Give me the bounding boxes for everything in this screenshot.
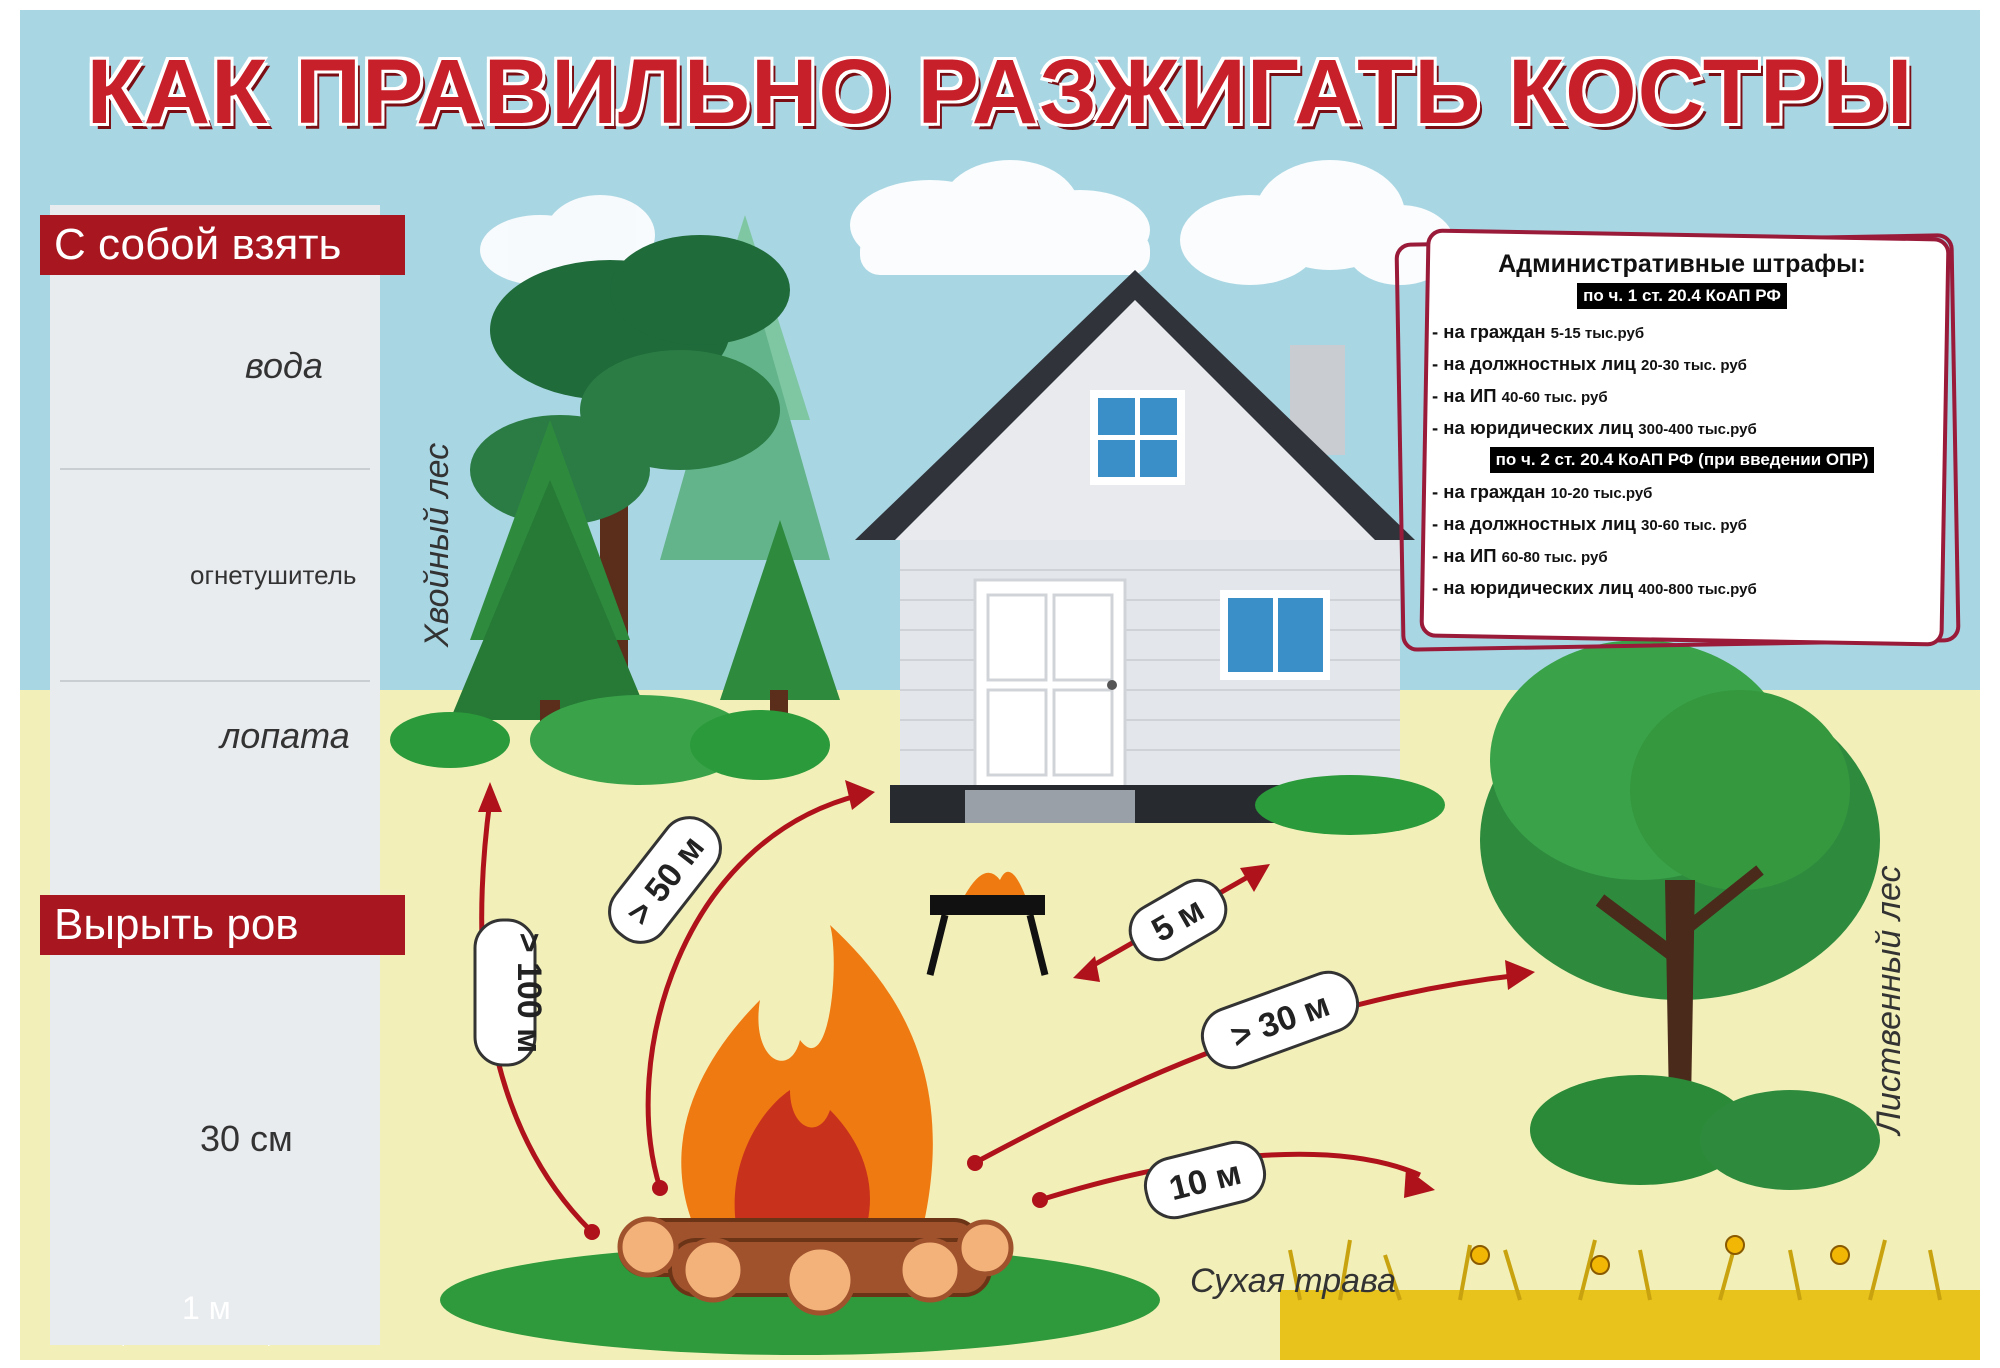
distance-badge-grill: 5 м bbox=[1128, 878, 1228, 962]
fine-row: - на граждан 5-15 тыс.руб bbox=[1432, 321, 1645, 342]
distance-badge-conifer: > 100 м bbox=[473, 918, 548, 1067]
fine-row: - на ИП 40-60 тыс. руб bbox=[1432, 385, 1608, 406]
dry-grass-label: Сухая трава bbox=[1190, 1262, 1396, 1300]
arrowheads bbox=[478, 780, 1535, 1198]
deciduous-forest-label: Лиственный лес bbox=[1870, 866, 1908, 1137]
cloud bbox=[480, 195, 655, 285]
deciduous-tree bbox=[1480, 640, 1880, 1190]
conifer-forest-label: Хвойный лес bbox=[418, 443, 456, 648]
fine-row: - на должностных лиц 30-60 тыс. руб bbox=[1432, 513, 1747, 534]
campfire-icon bbox=[440, 925, 1160, 1355]
fines-law-part1: по ч. 1 ст. 20.4 КоАП РФ bbox=[1577, 283, 1787, 309]
item-label-water: вода bbox=[245, 345, 323, 386]
conifer-forest bbox=[390, 215, 840, 785]
item-label-shovel: лопата bbox=[220, 715, 350, 756]
house bbox=[855, 270, 1445, 835]
fines-law-part2: по ч. 2 ст. 20.4 КоАП РФ (при введении О… bbox=[1489, 447, 1875, 473]
fine-row: - на юридических лиц 300-400 тыс.руб bbox=[1432, 417, 1757, 438]
ditch-depth-label: 30 см bbox=[200, 1118, 293, 1159]
item-label-extinguisher: огнетушитель bbox=[190, 560, 357, 590]
ditch-heading: Вырыть ров bbox=[40, 895, 405, 955]
distance-badge-grass: 10 м bbox=[1143, 1140, 1267, 1220]
fines-heading: Административные штрафы: bbox=[1498, 250, 1866, 278]
distance-label-conifer: > 100 м bbox=[510, 933, 548, 1054]
fine-row: - на граждан 10-20 тыс.руб bbox=[1432, 481, 1653, 502]
fine-row: - на юридических лиц 400-800 тыс.руб bbox=[1432, 577, 1757, 598]
cloud bbox=[850, 160, 1150, 275]
ditch-width-label: 1 м bbox=[182, 1290, 231, 1326]
divider bbox=[60, 680, 370, 682]
fine-row: - на должностных лиц 20-30 тыс. руб bbox=[1432, 353, 1747, 374]
page-title: КАК ПРАВИЛЬНО РАЗЖИГАТЬ КОСТРЫ bbox=[86, 41, 1914, 143]
arrow-start-dots bbox=[584, 1155, 1048, 1240]
take-with-heading: С собой взять bbox=[40, 215, 405, 275]
fine-row: - на ИП 60-80 тыс. руб bbox=[1432, 545, 1608, 566]
equipment-panel bbox=[50, 205, 380, 1345]
fines-frame-inner bbox=[1419, 228, 1951, 647]
grill-icon bbox=[926, 871, 1049, 976]
fines-box: Административные штрафы: по ч. 1 ст. 20.… bbox=[1432, 238, 1932, 646]
divider bbox=[60, 468, 370, 470]
dry-grass bbox=[1280, 1235, 1980, 1360]
